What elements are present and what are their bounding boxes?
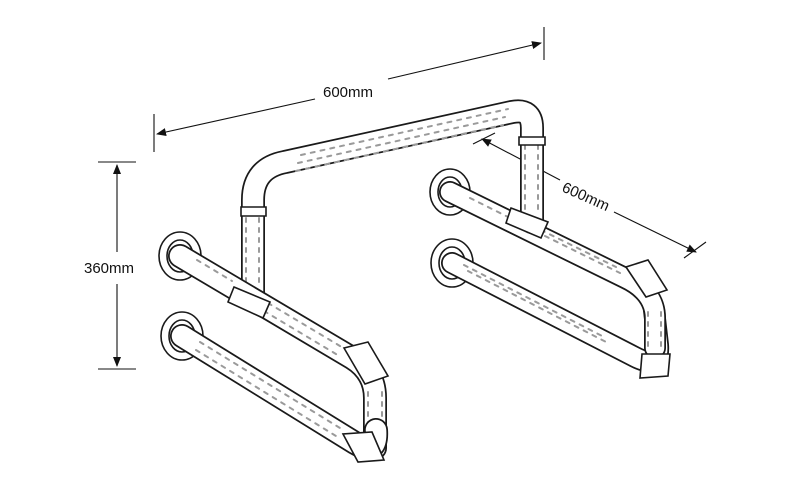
dimension-height-label: 360mm	[84, 260, 134, 277]
joint-sleeve-back-right-end	[639, 353, 671, 379]
joint-sleeve-back-right-corner	[624, 259, 669, 298]
joint-sleeve-front-left-corner	[342, 341, 390, 385]
dimension-depth-label: 600mm	[559, 179, 612, 215]
front-left-upper-rail	[158, 231, 390, 460]
dimension-top-width-line-left	[156, 98, 316, 136]
dimension-top-width: 600mm	[153, 27, 545, 152]
front-left-lower-rail	[160, 311, 389, 463]
dimension-depth-tick-left	[472, 132, 496, 145]
dimension-depth-tick-right	[683, 241, 707, 259]
joint-sleeve-right-tee	[505, 206, 550, 240]
joint-sleeve-top-right	[518, 136, 546, 146]
dimension-depth: 600mm	[472, 132, 707, 259]
dimension-depth-line-lower	[613, 211, 697, 253]
dimension-top-width-line-right	[387, 41, 542, 80]
dimension-height: 360mm	[84, 161, 136, 370]
joint-sleeve-front-left-end	[341, 431, 386, 463]
back-right-upper-rail	[429, 168, 671, 379]
back-right-lower-rail	[430, 238, 670, 373]
dimension-top-width-label: 600mm	[323, 84, 373, 101]
main-frame	[240, 99, 550, 307]
joint-sleeve-top-left	[240, 206, 267, 217]
joint-sleeve-left-tee	[226, 285, 272, 320]
